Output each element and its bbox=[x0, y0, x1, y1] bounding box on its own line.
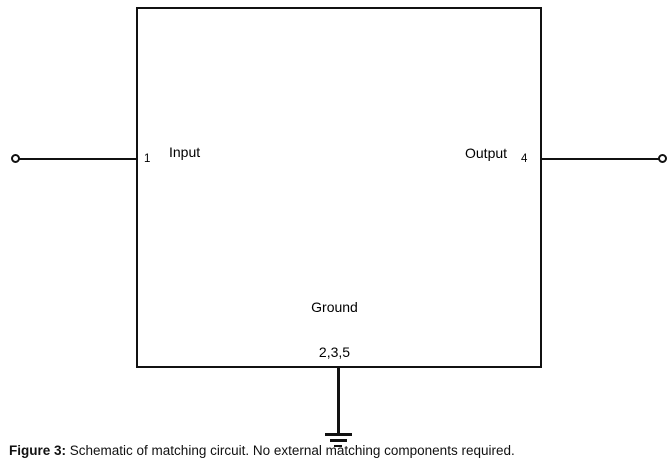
output-lead-wire bbox=[540, 158, 664, 160]
port-label-ground: Ground bbox=[311, 299, 358, 315]
ground-icon-bar-top bbox=[324, 433, 352, 436]
figure-caption: Figure 3: Schematic of matching circuit.… bbox=[9, 443, 515, 459]
port-label-output: Output bbox=[465, 145, 508, 161]
port-label-input: Input bbox=[169, 144, 201, 160]
ground-lead-wire bbox=[337, 368, 340, 435]
figure-caption-prefix: Figure 3: bbox=[9, 443, 67, 458]
ground-icon-bar-bottom bbox=[334, 445, 342, 447]
output-terminal-node bbox=[658, 154, 667, 163]
matching-circuit-box bbox=[136, 7, 542, 368]
input-lead-wire bbox=[18, 158, 138, 160]
pin-number-ground: 2,3,5 bbox=[318, 344, 351, 360]
figure-caption-text: Schematic of matching circuit. No extern… bbox=[66, 443, 515, 458]
pin-number-output: 4 bbox=[521, 153, 528, 165]
pin-number-input: 1 bbox=[144, 153, 151, 165]
ground-icon-bar-middle bbox=[330, 439, 347, 442]
